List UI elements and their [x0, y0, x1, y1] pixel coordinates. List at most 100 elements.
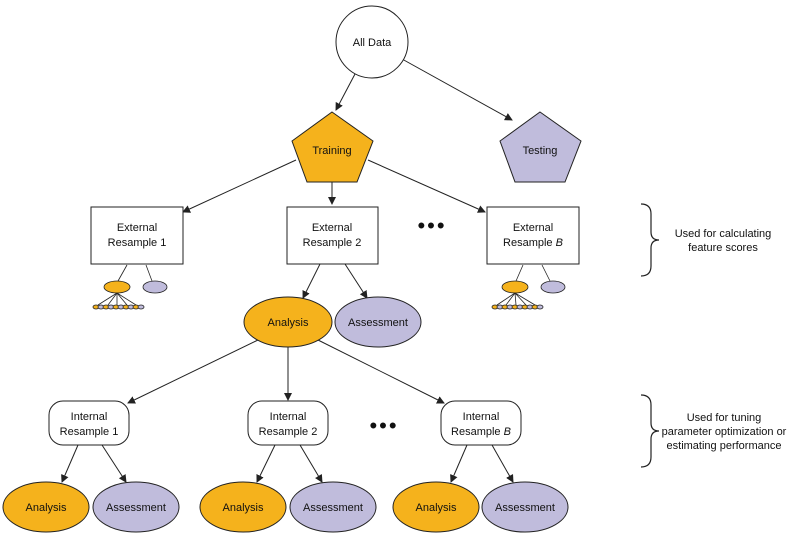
external-resample-b-line1: External: [513, 222, 553, 234]
external-brace-group: Used for calculating feature scores: [640, 203, 772, 277]
mini-tree-b-analysis: [501, 280, 529, 294]
external-resample-2-line2: Resample 2: [303, 237, 362, 249]
arrow-internal1-assessment: [101, 444, 127, 483]
all-data-circle: [335, 5, 409, 79]
external-note-line2: feature scores: [688, 242, 758, 254]
mini-tree-b-branch-right: [541, 264, 551, 282]
mini-tree-1-branch-left: [117, 264, 128, 282]
bottom-assessment-b-label: Assessment: [495, 502, 555, 514]
mini-tree-1-leaf-line-5: [116, 292, 137, 306]
external-note-line1: Used for calculating: [675, 228, 772, 240]
mini-tree-b-leaf-line-1: [496, 292, 516, 306]
external-resample-b-letter: B: [556, 237, 563, 249]
arrow-internal2-assessment: [299, 444, 323, 483]
arrow-alldata-testing: [401, 58, 513, 121]
bottom-analysis-b-ellipse: [392, 481, 480, 533]
internal-resample-1-box: [48, 400, 130, 446]
mini-tree-b-assessment: [540, 280, 566, 294]
external-resample-2-line1: External: [312, 222, 352, 234]
analysis-main-label: Analysis: [268, 317, 309, 329]
bottom-assessment-2-label: Assessment: [303, 502, 363, 514]
mini-tree-b-branch-left: [515, 264, 524, 282]
arrow-alldata-training: [335, 73, 356, 111]
arrow-training-external1: [182, 159, 297, 213]
internal-note-line3: estimating performance: [667, 440, 782, 452]
internal-resample-b-line1: Internal: [463, 411, 500, 423]
node-internal-resample-b: Internal Resample B: [440, 400, 522, 446]
external-resample-1-line1: External: [117, 222, 157, 234]
arrow-external2-assessment: [344, 263, 368, 299]
internal-resample-b-line2-text: Resample: [451, 426, 504, 438]
external-resample-b-line2-text: Resample: [503, 237, 556, 249]
bottom-analysis-1-label: Analysis: [26, 502, 67, 514]
internal-resample-b-letter: B: [504, 426, 511, 438]
mini-tree-b-leaf-line-3: [514, 292, 517, 306]
mini-tree-1-leaf-line-1: [97, 292, 118, 306]
bottom-assessment-1-ellipse: [92, 481, 180, 533]
node-training: Training: [291, 111, 374, 183]
node-assessment-main: Assessment: [334, 296, 422, 348]
arrow-external2-analysis: [302, 263, 321, 299]
mini-tree-external-1: [92, 264, 168, 310]
bottom-analysis-2-ellipse: [199, 481, 287, 533]
mini-tree-b-leaf-line-5: [514, 292, 536, 306]
internal-resample-1-line2: Resample 1: [60, 426, 119, 438]
internal-resample-2-box: [247, 400, 329, 446]
node-all-data: All Data: [335, 5, 409, 79]
testing-pentagon: [499, 111, 582, 183]
arrow-internalb-analysis: [450, 444, 468, 483]
mini-tree-1-leaf-line-4: [116, 292, 128, 306]
node-internal-resample-2: Internal Resample 2: [247, 400, 329, 446]
external-resample-1-line2: Resample 1: [108, 237, 167, 249]
external-resample-b-line2: Resample B: [503, 237, 563, 249]
arrow-analysis-internalb: [317, 339, 445, 404]
arrow-internalb-assessment: [491, 444, 514, 483]
internal-note-line1: Used for tuning: [687, 412, 762, 424]
node-external-resample-1: External Resample 1: [90, 206, 184, 265]
node-analysis-main: Analysis: [243, 296, 333, 348]
testing-label: Testing: [523, 145, 558, 157]
internal-brace: [640, 394, 660, 468]
internal-resample-2-line2: Resample 2: [259, 426, 318, 438]
bottom-analysis-b-label: Analysis: [416, 502, 457, 514]
mini-tree-1-leaf-5b: [137, 304, 145, 310]
external-brace: [640, 203, 660, 277]
all-data-label: All Data: [353, 37, 392, 49]
arrow-internal2-analysis: [256, 444, 276, 483]
internal-resample-1-line1: Internal: [71, 411, 108, 423]
arrow-analysis-internal1: [127, 339, 259, 404]
bottom-analysis-1-ellipse: [2, 481, 90, 533]
bottom-pair-1: Analysis Assessment: [2, 481, 180, 533]
external-resample-b-box: [486, 206, 580, 265]
external-ellipsis: •••: [417, 213, 446, 238]
node-external-resample-b: External Resample B: [486, 206, 580, 265]
bottom-assessment-2-ellipse: [289, 481, 377, 533]
assessment-main-label: Assessment: [348, 317, 408, 329]
external-resample-2-box: [286, 206, 379, 265]
mini-tree-b-leaf-5b: [536, 304, 544, 310]
assessment-main-ellipse: [334, 296, 422, 348]
arrow-training-externalb: [367, 159, 486, 213]
bottom-assessment-1-label: Assessment: [106, 502, 166, 514]
mini-tree-1-assessment: [142, 280, 168, 294]
mini-tree-1-analysis: [103, 280, 131, 294]
internal-note-line2: parameter optimization or: [662, 426, 787, 438]
mini-tree-1-leaf-line-2: [107, 292, 118, 306]
node-external-resample-2: External Resample 2: [286, 206, 379, 265]
mini-tree-b-leaf-line-2: [505, 292, 516, 306]
internal-resample-2-line1: Internal: [270, 411, 307, 423]
mini-tree-external-b: [491, 264, 566, 310]
bottom-analysis-2-label: Analysis: [223, 502, 264, 514]
internal-brace-group: Used for tuning parameter optimization o…: [640, 394, 787, 468]
bottom-assessment-b-ellipse: [481, 481, 569, 533]
internal-resample-b-line2: Resample B: [451, 426, 511, 438]
mini-tree-b-leaf-line-4: [514, 292, 527, 306]
external-resample-1-box: [90, 206, 184, 265]
training-label: Training: [312, 145, 351, 157]
connector-arrows: [61, 58, 514, 483]
analysis-main-ellipse: [243, 296, 333, 348]
internal-ellipsis: •••: [369, 413, 398, 438]
internal-resample-b-box: [440, 400, 522, 446]
node-internal-resample-1: Internal Resample 1: [48, 400, 130, 446]
